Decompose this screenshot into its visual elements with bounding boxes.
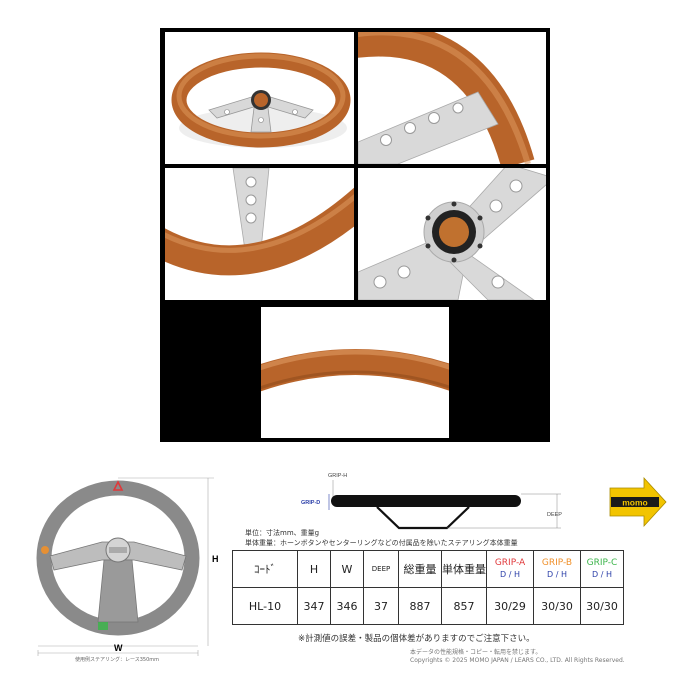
rim-section-shape bbox=[331, 495, 521, 507]
copyright-line-2: Copyrights © 2025 MOMO JAPAN / LEARS CO.… bbox=[410, 657, 625, 664]
momo-logo: momo bbox=[608, 476, 668, 528]
copyright-block: 本データの性能規格・コピー・転用を禁じます。 Copyrights © 2025… bbox=[410, 649, 625, 665]
grip-d-label: GRIP-D bbox=[301, 500, 320, 506]
header-code: ｺｰﾄﾞ bbox=[232, 550, 298, 588]
grip-c-sub: D / H bbox=[592, 570, 612, 579]
grip-c-marker bbox=[98, 622, 108, 630]
photo-hub-closeup[interactable] bbox=[358, 168, 546, 300]
unit-note: 単位：寸法mm、重量g bbox=[245, 529, 320, 537]
grip-a-sub: D / H bbox=[500, 570, 520, 579]
header-grip-a: GRIP-A D / H bbox=[486, 550, 534, 588]
grip-a-marker bbox=[112, 480, 124, 491]
width-label: W bbox=[114, 643, 123, 653]
cell-code: HL-10 bbox=[232, 587, 298, 625]
photo-full-wheel[interactable] bbox=[165, 32, 354, 164]
spec-notes: 単位：寸法mm、重量g 単体重量：ホーンボタンやセンターリングなどの付属品を除い… bbox=[245, 528, 518, 548]
table-header-row: ｺｰﾄﾞ H W DEEP 総重量 単体重量 GRIP-A D / H GRIP… bbox=[232, 550, 624, 588]
spec-table: ｺｰﾄﾞ H W DEEP 総重量 単体重量 GRIP-A D / H GRIP… bbox=[232, 550, 624, 625]
grip-a-name: GRIP-A bbox=[494, 558, 526, 568]
height-label: H bbox=[212, 554, 219, 564]
cell-grip-b: 30/30 bbox=[533, 587, 581, 625]
header-w: W bbox=[330, 550, 364, 588]
grip-b-marker bbox=[41, 546, 49, 554]
grip-b-sub: D / H bbox=[547, 570, 567, 579]
cell-total-weight: 887 bbox=[398, 587, 442, 625]
cell-grip-a: 30/29 bbox=[486, 587, 534, 625]
cell-deep: 37 bbox=[363, 587, 399, 625]
dimension-diagram: H W bbox=[28, 470, 228, 670]
grip-profile-diagram: GRIP-H GRIP-D DEEP bbox=[295, 466, 585, 536]
header-single-weight: 単体重量 bbox=[441, 550, 487, 588]
header-grip-b: GRIP-B D / H bbox=[533, 550, 581, 588]
header-grip-c: GRIP-C D / H bbox=[580, 550, 624, 588]
table-row: HL-10 347 346 37 887 857 30/29 30/30 30/… bbox=[232, 587, 624, 625]
product-photo-gallery bbox=[160, 28, 550, 442]
cell-w: 346 bbox=[330, 587, 364, 625]
header-h: H bbox=[297, 550, 331, 588]
photo-spoke-closeup[interactable] bbox=[165, 168, 354, 300]
copyright-line-1: 本データの性能規格・コピー・転用を禁じます。 bbox=[410, 649, 542, 656]
grip-c-name: GRIP-C bbox=[586, 558, 618, 568]
grip-h-label: GRIP-H bbox=[328, 473, 347, 479]
diagram-caption: 使用例ステアリング：レース350mm bbox=[75, 657, 160, 663]
deep-label: DEEP bbox=[547, 512, 562, 518]
grip-b-name: GRIP-B bbox=[541, 558, 573, 568]
momo-logo-text: momo bbox=[622, 498, 648, 508]
header-deep: DEEP bbox=[363, 550, 399, 588]
header-total-weight: 総重量 bbox=[398, 550, 442, 588]
photo-rim-closeup[interactable] bbox=[358, 32, 546, 164]
photo-rim-section[interactable] bbox=[261, 307, 449, 438]
cell-grip-c: 30/30 bbox=[580, 587, 624, 625]
single-weight-note: 単体重量：ホーンボタンやセンターリングなどの付属品を除いたステアリング本体重量 bbox=[245, 539, 518, 547]
measurement-footnote: ※計測値の誤差・製品の個体差がありますのでご注意下さい。 bbox=[298, 634, 535, 644]
cell-single-weight: 857 bbox=[441, 587, 487, 625]
cell-h: 347 bbox=[297, 587, 331, 625]
